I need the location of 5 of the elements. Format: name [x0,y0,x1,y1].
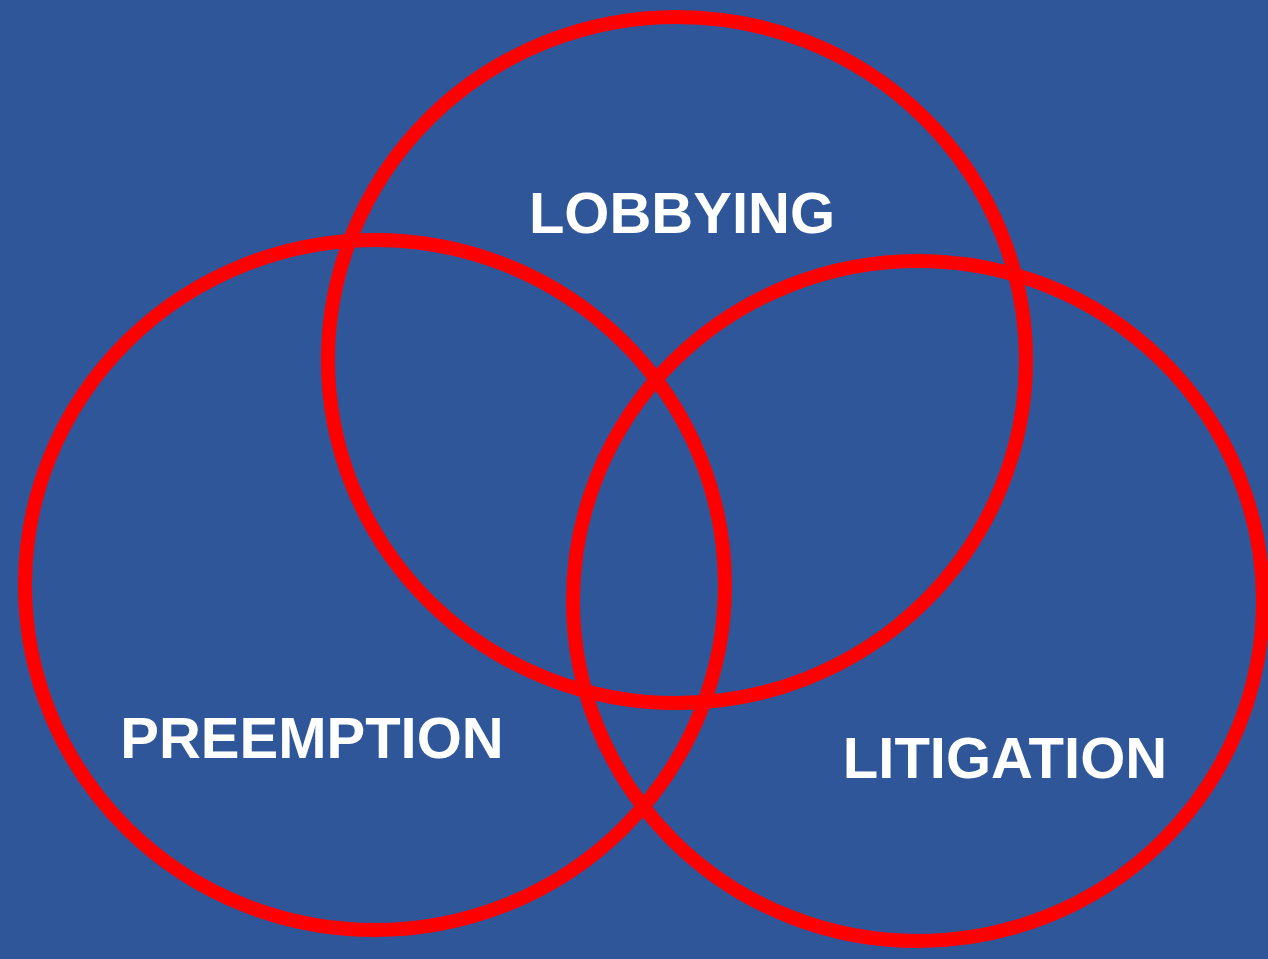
circle-label: LITIGATION [842,729,1168,787]
circle-label: LOBBYING [528,184,836,242]
circle-label: PREEMPTION [120,709,504,767]
venn-circle [321,10,1033,710]
venn-circle [18,233,732,937]
